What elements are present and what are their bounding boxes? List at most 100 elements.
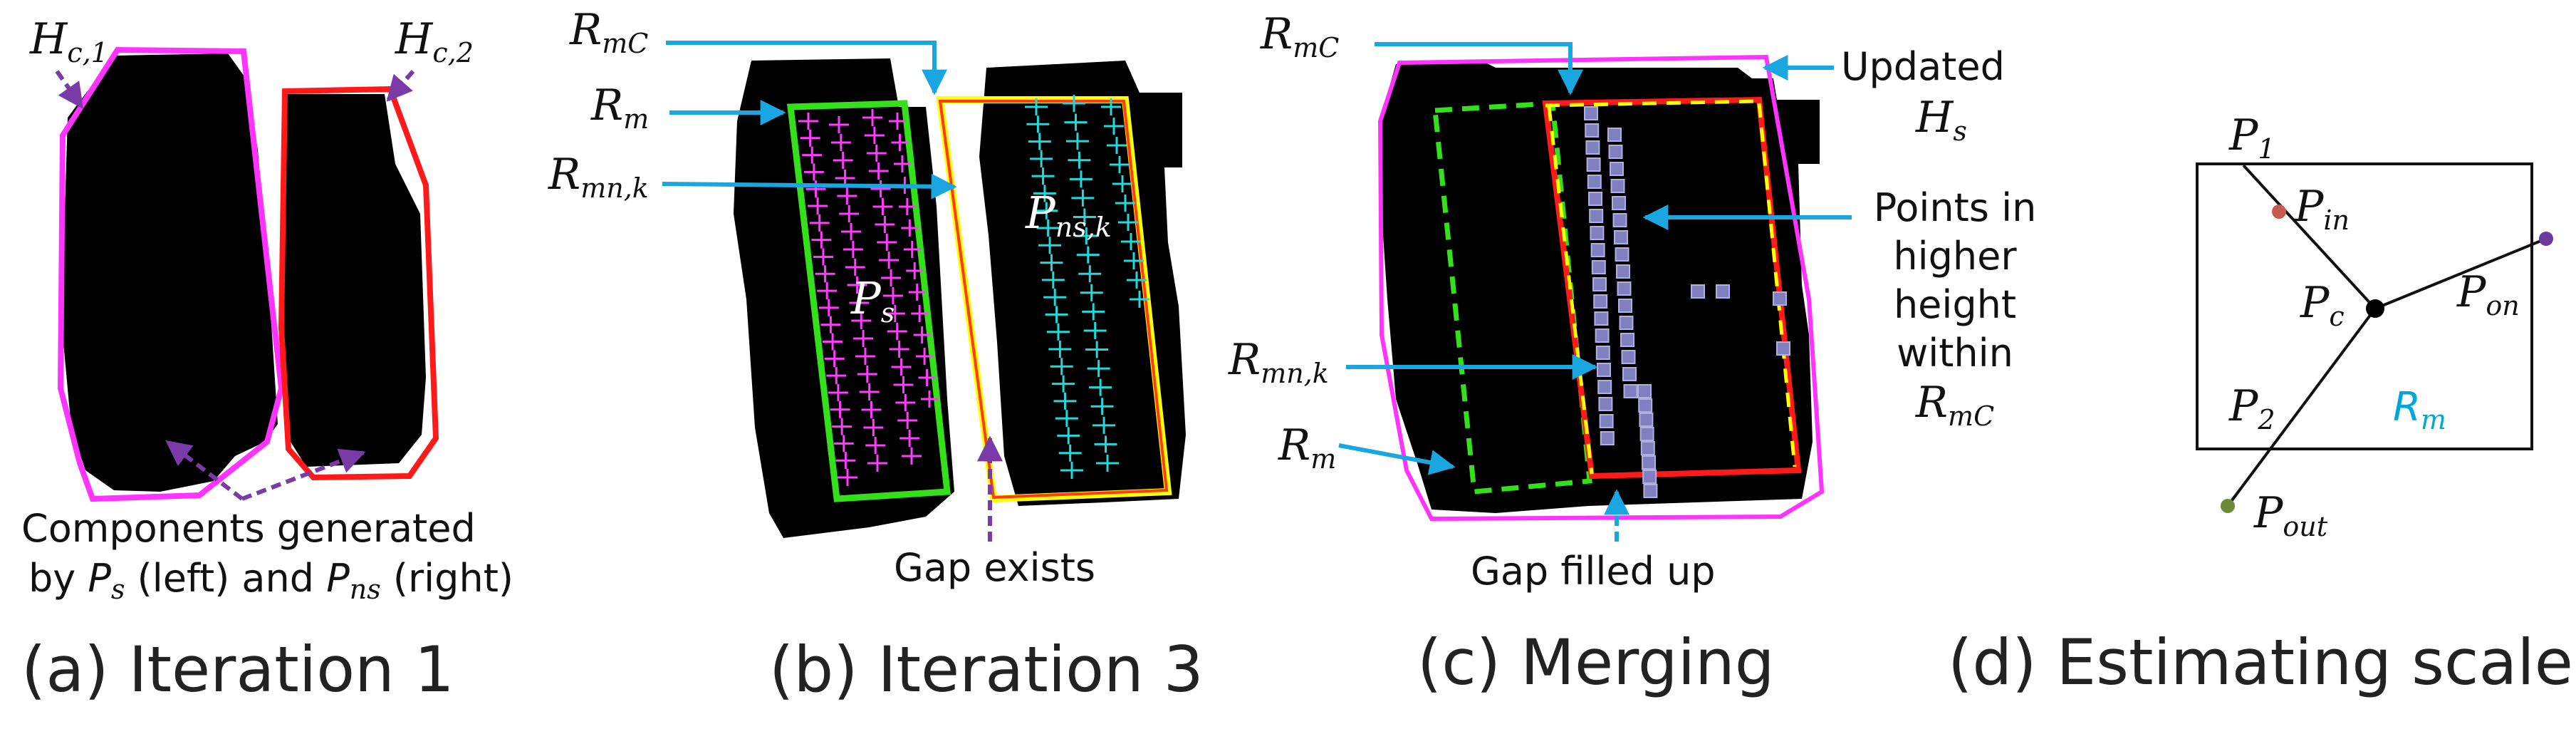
label-pon: Pon [2456, 267, 2520, 321]
points-ps [798, 109, 938, 486]
point-marker [1590, 226, 1605, 240]
segment-pc-pon [2374, 237, 2547, 310]
point-pc [2366, 299, 2384, 318]
point-marker [1618, 299, 1632, 313]
label-hc2: Hc,2 [395, 14, 474, 68]
point-marker [1597, 380, 1612, 394]
point-marker [1590, 243, 1605, 257]
points-pns [1025, 95, 1149, 479]
segment-p1-pc [2242, 164, 2377, 310]
point-marker [1638, 398, 1653, 413]
components-note-line2: by Ps (left) and Pns (right) [28, 556, 513, 605]
panel-c: RmC Rmn,k Rm Updated Hs Points in higher… [1228, 9, 2036, 699]
label-rmnk-c: Rmn,k [1228, 335, 1329, 389]
caption-d: (d) Estimating scale [1948, 626, 2573, 699]
label-pout: Pout [2253, 488, 2328, 542]
point-marker [1608, 145, 1623, 159]
point-marker [1640, 441, 1655, 455]
point-marker [1585, 140, 1600, 155]
hull-hc1 [57, 46, 285, 502]
point-marker [1588, 192, 1602, 206]
arrow-hc2 [386, 70, 415, 102]
point-pout [2221, 499, 2235, 513]
higher-points [1584, 106, 1790, 498]
svg-text:higher: higher [1893, 234, 2017, 279]
arrow-hc1 [55, 70, 84, 109]
point-marker [1637, 384, 1652, 398]
point-marker [1716, 284, 1730, 299]
rect-rm-d [2196, 162, 2533, 450]
point-pon [2539, 232, 2553, 246]
panel-b: Ps Pns,k RmC Rm Rmn,k Gap exists (b) Ite… [548, 5, 1204, 706]
label-rmc-c: RmC [1260, 9, 1339, 63]
component-b-right [979, 61, 1186, 506]
hull-hc2 [278, 86, 439, 481]
label-rm-b: Rm [590, 81, 649, 135]
point-marker [1600, 431, 1615, 445]
point-marker [1642, 455, 1656, 470]
point-marker [1591, 260, 1606, 274]
label-rmc-b: RmC [569, 5, 648, 59]
rect-rm-green [786, 100, 951, 502]
caption-a: (a) Iteration 1 [21, 633, 454, 706]
arrow-right-component [241, 448, 366, 501]
point-marker [1620, 333, 1634, 347]
point-marker [1598, 397, 1613, 411]
label-pns: Pns,k [1025, 187, 1112, 243]
point-marker [1619, 316, 1634, 330]
point-marker [1691, 284, 1705, 299]
point-marker [1776, 341, 1790, 356]
point-marker [1595, 346, 1610, 360]
gap-exists-note: Gap exists [894, 545, 1095, 590]
point-marker [1587, 175, 1602, 189]
arrow-rmc-c [1375, 42, 1583, 95]
point-marker [1617, 281, 1632, 296]
point-marker [1612, 196, 1626, 210]
segment-pc-pout [2226, 307, 2377, 507]
point-marker [1610, 162, 1624, 176]
label-rm-c: Rm [1278, 420, 1336, 475]
point-pin [2272, 205, 2286, 219]
point-marker [1586, 157, 1601, 172]
rmnk-c-left [1547, 106, 1594, 475]
arrow-rmc-b [666, 41, 947, 95]
label-pin: Pin [2294, 182, 2350, 236]
arrow-rm-c [1338, 443, 1456, 475]
point-marker [1773, 291, 1787, 306]
updated-hs-label: Hs [1915, 93, 1967, 147]
label-rm-d: Rm [2393, 384, 2446, 435]
updated-text: Updated [1841, 44, 2005, 89]
rect-rm-c-dashed [1432, 100, 1592, 495]
point-marker [1639, 413, 1654, 427]
points-higher-note: Points in higher height within RmC [1874, 185, 2037, 432]
point-marker [1593, 294, 1608, 309]
point-marker [1584, 106, 1598, 120]
gap-filled-note: Gap filled up [1471, 549, 1716, 594]
rmnk-c-top [1545, 99, 1760, 108]
point-marker [1595, 329, 1610, 343]
svg-text:height: height [1894, 282, 2016, 327]
label-rmnk-b: Rmn,k [548, 150, 649, 204]
arrow-left-component [165, 440, 244, 501]
point-marker [1612, 213, 1627, 227]
point-marker [1623, 384, 1638, 398]
point-marker [1622, 367, 1637, 381]
label-p2: P2 [2228, 381, 2275, 435]
svg-text:within: within [1897, 331, 2013, 376]
point-marker [1592, 277, 1607, 291]
rect-rmc-red [938, 100, 1169, 500]
label-p1: P1 [2228, 110, 2275, 165]
caption-b: (b) Iteration 3 [769, 633, 1204, 706]
point-marker [1639, 427, 1654, 441]
components-note-line1: Components generated [21, 506, 476, 551]
panel-a: Hc,1 Hc,2 Components generated by Ps (le… [21, 14, 513, 706]
point-marker [1616, 264, 1630, 279]
label-hc1: Hc,1 [29, 14, 108, 68]
svg-text:RmC: RmC [1915, 378, 1994, 432]
point-marker [1610, 179, 1625, 193]
caption-c: (c) Merging [1417, 626, 1775, 699]
component-right-blob [283, 94, 426, 467]
label-pc: Pc [2300, 278, 2345, 332]
panel-d: P1 Pin Pc Pon P2 Rm Pout (d) Estimating … [1948, 110, 2573, 699]
